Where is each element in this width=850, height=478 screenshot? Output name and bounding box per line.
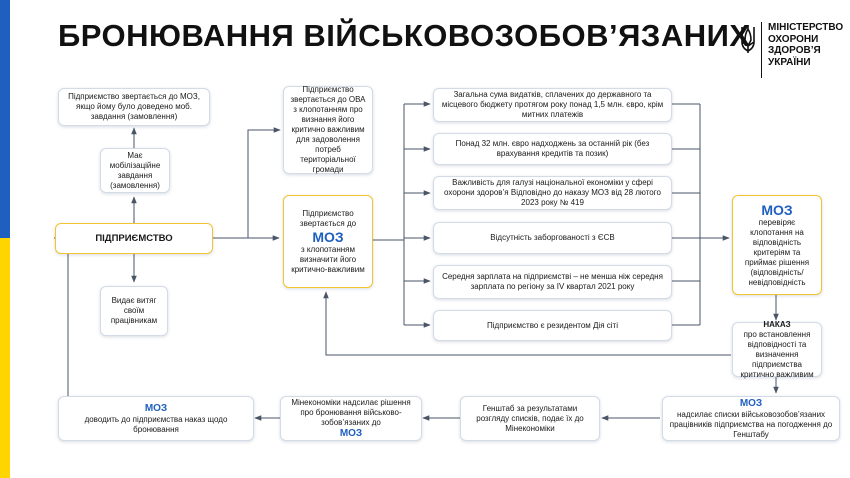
ova-text: Підприємство звертається до ОВА з клопот… bbox=[290, 85, 366, 174]
moz-appeal-text: Підприємство звертається до МОЗ, якщо йо… bbox=[68, 92, 200, 121]
order-text: про встановлення відповідності та визнач… bbox=[740, 329, 814, 379]
criterion-box: Загальна сума видатків, сплачених до дер… bbox=[433, 88, 672, 122]
ministry-name: МІНІСТЕРСТВО ОХОРОНИ ЗДОРОВ’Я УКРАЇНИ bbox=[768, 22, 844, 82]
enterprise-box: ПІДПРИЄМСТВО bbox=[55, 223, 213, 254]
ministry-name-line: УКРАЇНИ bbox=[768, 56, 811, 68]
ministry-name-line: ЗДОРОВ’Я bbox=[768, 45, 821, 56]
extract-text: Видає витяг своїм працівникам bbox=[110, 296, 158, 325]
moz-request-post: з клопотанням визначити його критично-ва… bbox=[291, 244, 365, 274]
flag-stripe-yellow bbox=[0, 238, 10, 478]
mob-task-box: Має мобілізаційне завдання (замовлення) bbox=[100, 148, 170, 193]
criterion-box: Важливість для галузі національної еконо… bbox=[433, 176, 672, 210]
criterion-text: Підприємство є резидентом Дія сіті bbox=[487, 320, 618, 330]
criterion-box: Середня зарплата на підприємстві – не ме… bbox=[433, 265, 672, 299]
order-title: НАКАЗ bbox=[763, 319, 791, 329]
moz-check-text: перевіряє клопотання на відповідність кр… bbox=[744, 218, 810, 287]
criterion-text: Важливість для галузі національної еконо… bbox=[444, 178, 661, 207]
arrow-order-to-moz-request bbox=[323, 291, 731, 356]
ministry-name-line: МІНІСТЕРСТВО bbox=[768, 22, 844, 33]
trident-icon bbox=[741, 25, 755, 53]
mineconomy-text: Мінекономіки надсилає рішення про бронюв… bbox=[291, 397, 411, 427]
genshtab-text: Генштаб за результатами розгляду списків… bbox=[476, 403, 584, 433]
mineconomy-moz: МОЗ bbox=[339, 427, 363, 439]
moz-lists-text: надсилає списки військовозобов’язаних пр… bbox=[669, 409, 833, 439]
ministry-name-line: ОХОРОНИ bbox=[768, 33, 819, 45]
extract-box: Видає витяг своїм працівникам bbox=[100, 286, 168, 336]
arrow-enterprise-to-ova bbox=[213, 127, 281, 239]
order-box: НАКАЗ про встановлення відповідності та … bbox=[732, 319, 822, 379]
moz-request-pre: Підприємство звертається до bbox=[299, 208, 357, 228]
moz-appeal-box: Підприємство звертається до МОЗ, якщо йо… bbox=[58, 88, 210, 126]
mob-task-text: Має мобілізаційне завдання (замовлення) bbox=[109, 150, 161, 190]
moz-request-box: Підприємство звертається до МОЗ з клопот… bbox=[283, 195, 373, 288]
page-title: БРОНЮВАННЯ ВІЙСЬКОВОЗОБОВ’ЯЗАНИХ bbox=[58, 18, 751, 53]
criterion-text: Загальна сума видатків, сплачених до дер… bbox=[441, 90, 664, 119]
genshtab-box: Генштаб за результатами розгляду списків… bbox=[460, 396, 600, 441]
criterion-text: Відсутність заборгованості з ЄСВ bbox=[490, 233, 615, 242]
moz-lists-moz: МОЗ bbox=[739, 397, 763, 409]
moz-request-moz: МОЗ bbox=[312, 228, 344, 245]
moz-check-moz: МОЗ bbox=[761, 202, 793, 218]
enterprise-text: ПІДПРИЄМСТВО bbox=[95, 232, 173, 244]
criterion-box: Підприємство є резидентом Дія сіті bbox=[433, 310, 672, 341]
criterion-text: Понад 32 млн. євро надходжень за останні… bbox=[455, 139, 650, 158]
ministry-logo: МІНІСТЕРСТВО ОХОРОНИ ЗДОРОВ’Я УКРАЇНИ bbox=[739, 22, 844, 82]
moz-notify-moz: МОЗ bbox=[144, 402, 168, 414]
flag-stripe-blue bbox=[0, 0, 10, 238]
criterion-box: Понад 32 млн. євро надходжень за останні… bbox=[433, 133, 672, 165]
moz-check-box: МОЗ перевіряє клопотання на відповідніст… bbox=[732, 195, 822, 295]
criterion-box: Відсутність заборгованості з ЄСВ bbox=[433, 222, 672, 254]
moz-notify-box: МОЗ доводить до підприємства наказ щодо … bbox=[58, 396, 254, 441]
moz-notify-text: доводить до підприємства наказ щодо брон… bbox=[84, 414, 228, 434]
logo-divider bbox=[761, 22, 762, 78]
ova-box: Підприємство звертається до ОВА з клопот… bbox=[283, 85, 373, 174]
moz-lists-box: МОЗ надсилає списки військовозобов’язани… bbox=[662, 396, 840, 441]
criterion-text: Середня зарплата на підприємстві – не ме… bbox=[442, 272, 663, 291]
mineconomy-box: Мінекономіки надсилає рішення про бронюв… bbox=[280, 396, 422, 441]
